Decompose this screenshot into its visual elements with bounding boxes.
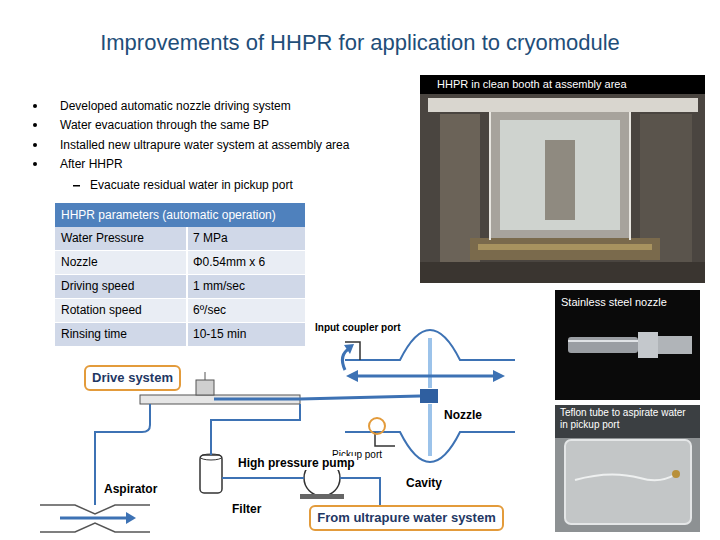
tray-photo-part (565, 440, 691, 524)
hhpr-schematic-part (493, 370, 505, 382)
booth-photo-part (489, 112, 491, 240)
bullet-text: Water evacuation through the same BP (60, 118, 269, 132)
part-label: High pressure pump (236, 456, 357, 470)
table-cell: Rinsing time (61, 327, 127, 341)
bullet-marks-part (33, 104, 37, 108)
photo-caption: Teflon tube to aspirate water in pickup … (560, 407, 695, 431)
nozzle-photo (555, 290, 700, 400)
part-label: Input coupler port (313, 322, 403, 334)
booth-photo-part (478, 244, 652, 250)
table-cell: Rotation speed (61, 303, 142, 317)
booth-photo-part (470, 238, 660, 260)
table-cell: 10-15 min (193, 327, 246, 341)
hhpr-schematic-part (346, 370, 358, 382)
part-label: Aspirator (102, 482, 159, 496)
table-rows-part (55, 250, 305, 251)
booth-photo-part (420, 75, 705, 94)
node-text: HHPR parameters (automatic operation) (61, 208, 276, 222)
table-cell: Nozzle (61, 255, 98, 269)
tray-photo-part (555, 405, 700, 438)
nozzle-photo-part (568, 340, 638, 342)
part-label: Nozzle (442, 408, 484, 422)
table-rows-part (55, 275, 305, 298)
photo-caption: HHPR in clean booth at assembly area (437, 78, 627, 91)
part-label: Cavity (404, 476, 444, 490)
tray-photo-part (575, 474, 676, 480)
hhpr-schematic-part (222, 477, 304, 479)
bullet-text: Developed automatic nozzle driving syste… (60, 99, 291, 113)
slide-title: Improvements of HHPR for application to … (0, 30, 720, 56)
hhpr-schematic-part (352, 375, 498, 378)
table-rows-part (55, 251, 305, 274)
part-label: Filter (230, 502, 263, 516)
hhpr-schematic-part (344, 344, 354, 354)
tray-photo-part (555, 405, 700, 532)
booth-photo-part (420, 75, 705, 283)
booth-photo-part (500, 120, 620, 230)
node-text: Drive system (92, 370, 173, 386)
hhpr-schematic-part (214, 396, 420, 399)
nozzle-photo-part (658, 336, 692, 354)
table-cell: 1 mm/sec (193, 279, 245, 293)
booth-photo-part (428, 98, 698, 112)
table-rows-part (55, 298, 305, 299)
bullet-marks-part (73, 185, 80, 187)
bullet-text: Installed new ultrapure water system at … (60, 138, 349, 152)
table-cell: 6º/sec (193, 303, 226, 317)
hhpr-schematic-part (60, 517, 128, 520)
hhpr-schematic-part (340, 478, 380, 505)
sub-bullet-text: Evacuate residual water in pickup port (90, 178, 293, 192)
hhpr-schematic-part (300, 494, 344, 499)
table-rows-part (55, 322, 305, 323)
tray-photo (555, 405, 700, 532)
hhpr-schematic-part (428, 338, 432, 388)
hhpr-schematic-part (211, 404, 300, 455)
hhpr-schematic-part (369, 418, 385, 434)
table-cell: Water Pressure (61, 231, 144, 245)
bullet-text: After HHPR (60, 157, 123, 171)
booth-photo-part (629, 112, 631, 240)
booth-photo (420, 75, 705, 283)
table-rows (55, 227, 305, 346)
table-cell: Driving speed (61, 279, 134, 293)
table-rows-part (55, 323, 305, 346)
table-cell: 7 MPa (193, 231, 228, 245)
bullet-marks-part (33, 162, 37, 166)
bullet-marks-part (33, 143, 37, 147)
callout-box: Drive system (84, 365, 181, 391)
table-rows-part (186, 227, 188, 346)
table-rows-part (55, 299, 305, 322)
callout-box: From ultrapure water system (309, 505, 504, 531)
table-cell: Φ0.54mm x 6 (193, 255, 265, 269)
booth-photo-part (490, 112, 630, 242)
table-rows-part (55, 274, 305, 275)
nozzle-photo-part (638, 332, 658, 358)
hhpr-schematic-part (428, 404, 432, 456)
node-text: From ultrapure water system (317, 510, 495, 526)
bullet-marks-part (33, 123, 37, 127)
booth-photo-part (420, 262, 705, 283)
nozzle-photo-part (568, 337, 638, 353)
photo-caption: Stainless steel nozzle (561, 296, 667, 309)
booth-photo-part (545, 140, 575, 220)
hhpr-schematic-part (40, 505, 150, 532)
hhpr-schematic-part (200, 455, 222, 493)
tray-photo-part (672, 470, 680, 478)
hhpr-schematic-part (420, 389, 438, 403)
table-rows-part (55, 227, 305, 250)
table-header: HHPR parameters (automatic operation) (55, 203, 305, 227)
hhpr-schematic (40, 330, 515, 532)
nozzle-photo-part (555, 290, 700, 400)
hhpr-schematic-part (205, 372, 206, 380)
hhpr-schematic-part (196, 380, 214, 395)
hhpr-schematic-part (126, 512, 136, 524)
